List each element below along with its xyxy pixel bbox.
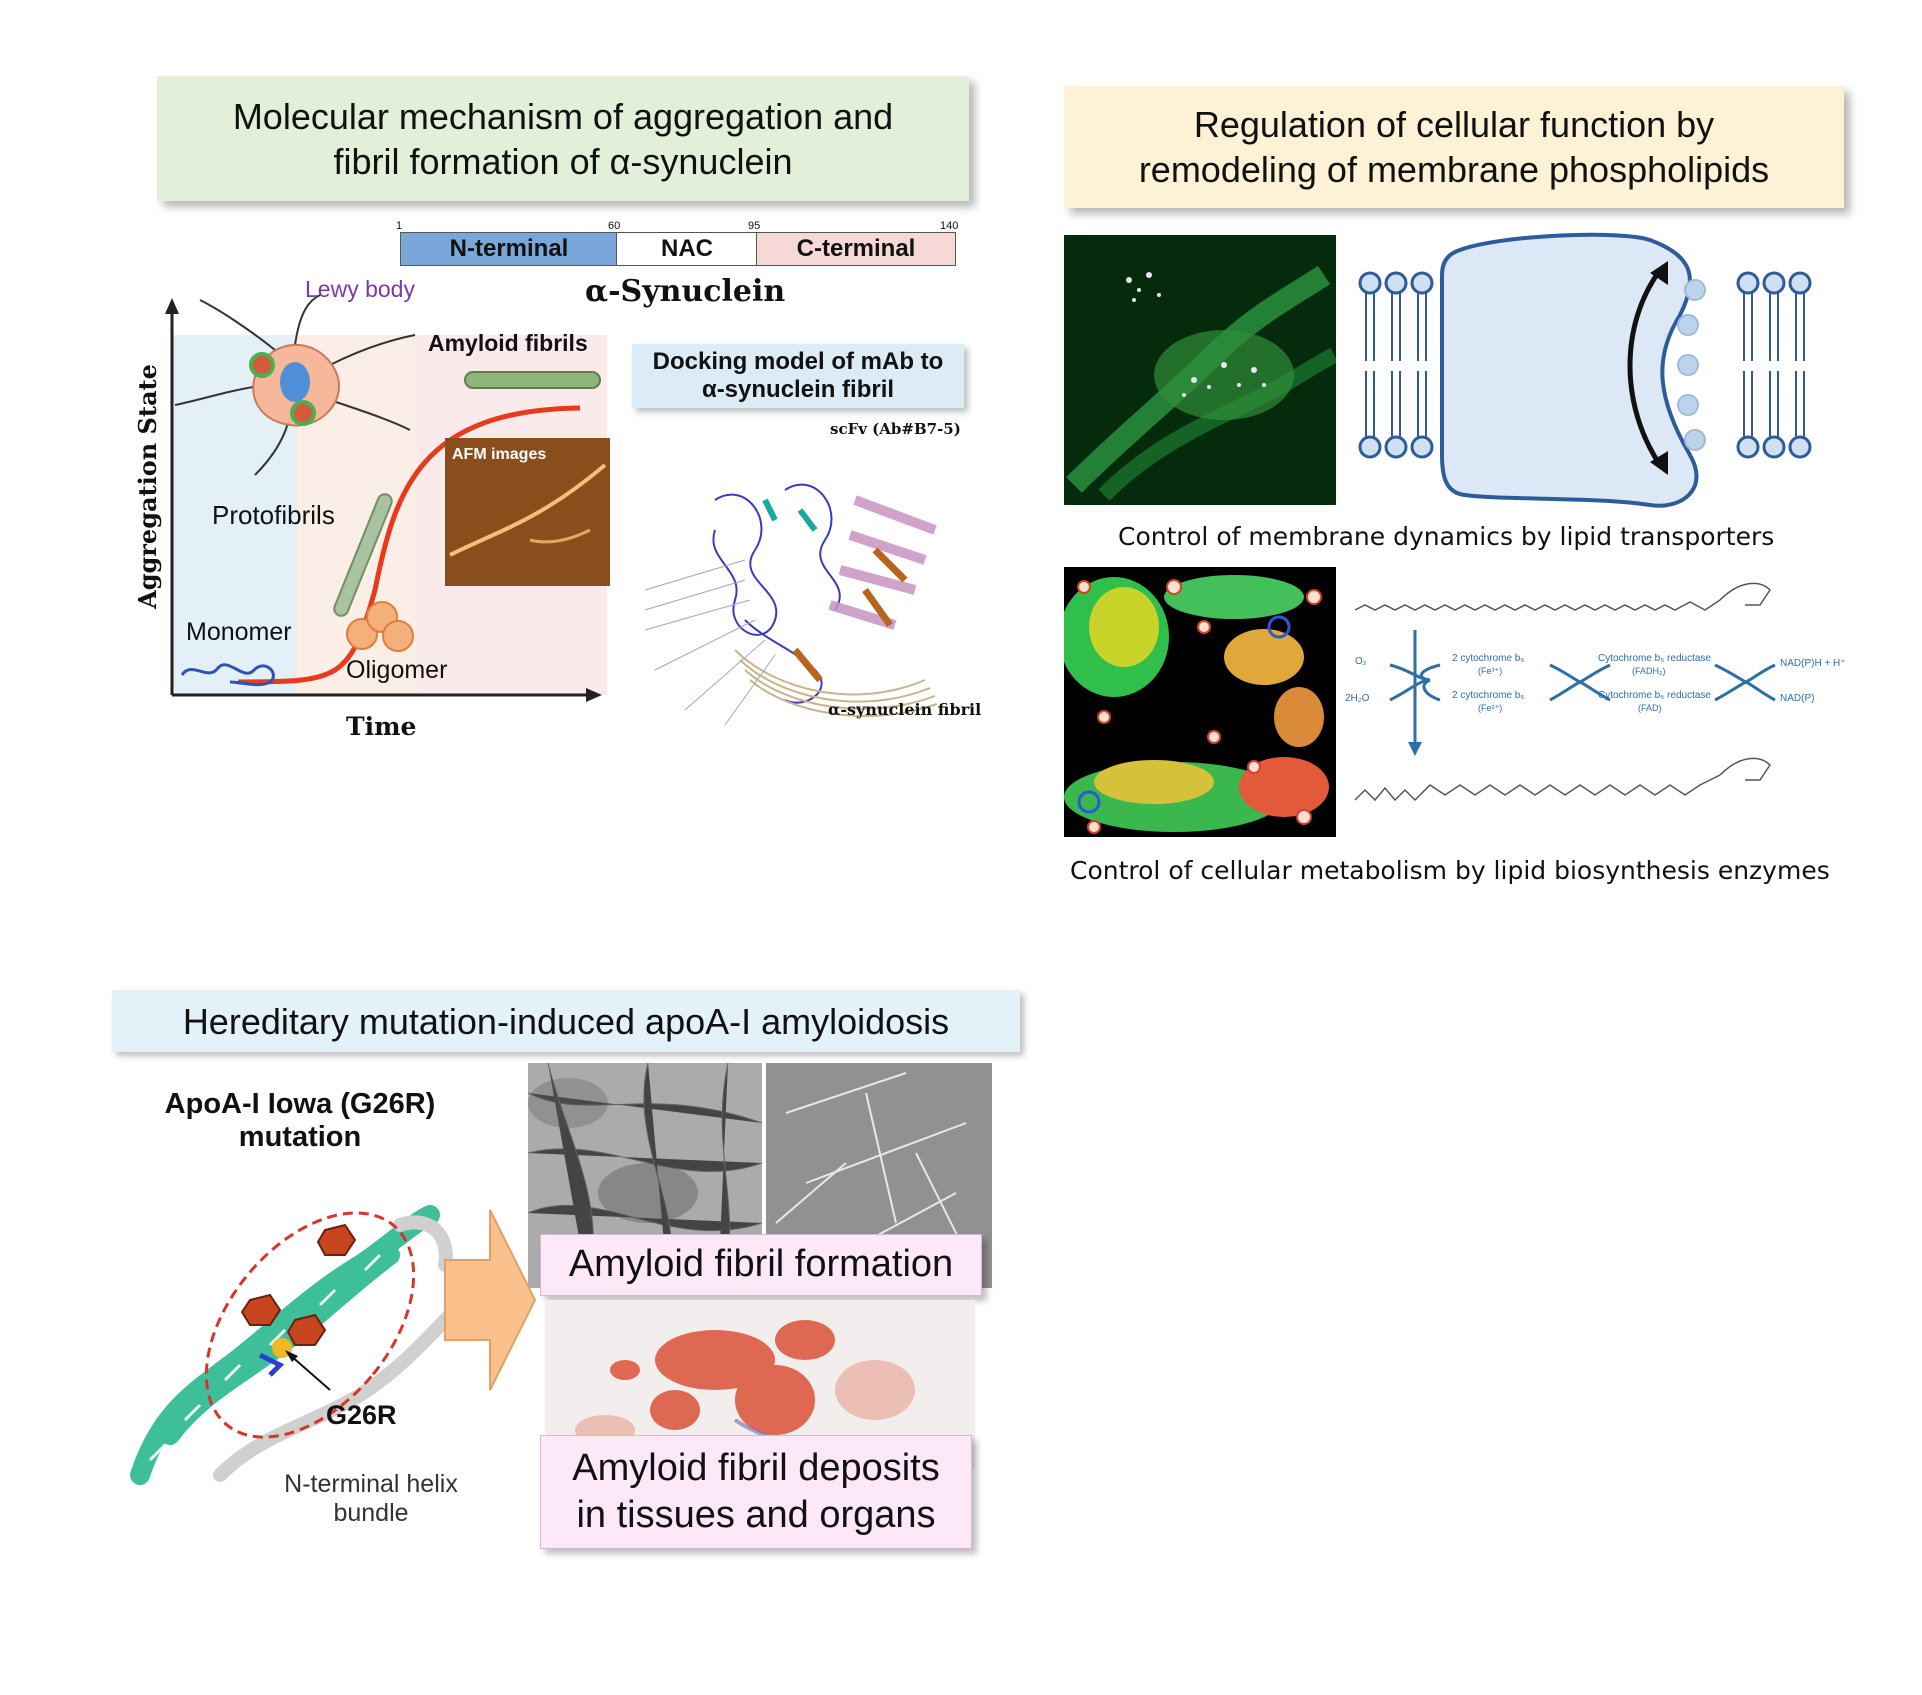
y-axis-arrow xyxy=(165,298,179,314)
lewy-body-label: Lewy body xyxy=(305,276,415,302)
lipid-droplet-image xyxy=(1064,567,1336,837)
aggregation-plot xyxy=(165,294,610,702)
phospholipid-title-text: Regulation of cellular function by remod… xyxy=(1138,104,1770,190)
protein-name: α-Synuclein xyxy=(585,274,786,309)
rx-nadp: NAD(P) xyxy=(1780,693,1815,704)
growth-curve xyxy=(237,405,581,685)
product-chain xyxy=(1354,774,1721,802)
fibril-deposits-box: Amyloid fibril deposits in tissues and o… xyxy=(540,1435,972,1549)
rx-fe2: (Fe²⁺) xyxy=(1478,703,1503,713)
rx-cyt-fe2: 2 cytochrome b₅ xyxy=(1452,690,1525,701)
docking-model-structure xyxy=(644,483,938,726)
domain-bar: N-terminal NAC C-terminal xyxy=(400,232,956,266)
pos-60: 60 xyxy=(608,220,621,232)
helix-bundle-label: N-terminal helix bundle xyxy=(256,1470,486,1528)
protofibril-rod xyxy=(333,493,393,617)
caption-lipid-transporters: Control of membrane dynamics by lipid tr… xyxy=(1118,522,1775,551)
rx-nadph: NAD(P)H + H⁺ xyxy=(1780,658,1846,669)
apoa1-panel-title: Hereditary mutation-induced apoA-I amylo… xyxy=(112,990,1020,1052)
pos-1: 1 xyxy=(396,220,403,232)
pos-140: 140 xyxy=(940,220,959,232)
fluorescence-micrograph xyxy=(1064,235,1336,505)
amyloid-fibrils-label: Amyloid fibrils xyxy=(428,330,588,356)
rx-cyt-fe3: 2 cytochrome b₅ xyxy=(1452,653,1525,664)
protofibrils-label: Protofibrils xyxy=(212,500,335,530)
x-axis-arrow xyxy=(586,688,602,702)
mutation-title: ApoA-I Iowa (G26R) mutation xyxy=(130,1088,470,1155)
fibril-formation-box: Amyloid fibril formation xyxy=(540,1234,982,1296)
fibril-deposits-text: Amyloid fibril deposits in tissues and o… xyxy=(572,1446,940,1537)
g26r-pointer xyxy=(289,1354,331,1391)
fibril-formation-text: Amyloid fibril formation xyxy=(568,1243,954,1286)
oligomer-label: Oligomer xyxy=(346,656,448,684)
desaturase-reaction-scheme xyxy=(1354,582,1776,802)
y-axis-label: Aggregation State xyxy=(132,364,162,609)
rx-fad: (FAD) xyxy=(1638,703,1662,713)
nac-domain: NAC xyxy=(616,232,758,266)
rx-o2: O₂ xyxy=(1355,656,1367,667)
flip-arrow xyxy=(1627,268,1663,467)
rx-reductase-1: Cytochrome b₅ reductase xyxy=(1598,653,1711,664)
docking-title: Docking model of mAb to α-synuclein fibr… xyxy=(652,348,944,403)
scfv-label: scFv (Ab#B7-5) xyxy=(830,420,961,438)
monomer-squiggle xyxy=(180,663,275,687)
rx-fe3: (Fe³⁺) xyxy=(1478,666,1503,676)
transporter-protein xyxy=(1440,232,1699,508)
fibril-label: α-synuclein fibril xyxy=(828,700,982,719)
oligomer-spheres xyxy=(346,601,414,652)
synuclein-panel-title: Molecular mechanism of aggregation and f… xyxy=(157,76,969,201)
em-image-fibril-network xyxy=(528,1063,762,1288)
nac-label: NAC xyxy=(661,235,713,262)
afm-images-label: AFM images xyxy=(452,446,547,463)
helix-bundle-text: N-terminal helix bundle xyxy=(284,1470,458,1527)
docking-title-box: Docking model of mAb to α-synuclein fibr… xyxy=(632,344,964,408)
progression-arrow xyxy=(444,1209,537,1391)
mutation-title-text: ApoA-I Iowa (G26R) mutation xyxy=(164,1088,436,1154)
c-terminal-domain: C-terminal xyxy=(756,232,956,266)
substrate-chain xyxy=(1354,599,1721,611)
c-terminal-label: C-terminal xyxy=(796,235,916,262)
n-terminal-domain: N-terminal xyxy=(400,232,618,266)
afm-image xyxy=(445,438,610,586)
rx-reductase-2: Cytochrome b₅ reductase xyxy=(1598,690,1711,701)
phospholipid-panel-title: Regulation of cellular function by remod… xyxy=(1064,86,1844,208)
rx-fadh2: (FADH₂) xyxy=(1632,666,1666,676)
amyloid-fibril-strand xyxy=(464,371,601,389)
caption-lipid-enzymes: Control of cellular metabolism by lipid … xyxy=(1070,856,1830,885)
g26r-label: G26R xyxy=(326,1400,397,1430)
n-terminal-label: N-terminal xyxy=(449,235,569,262)
synuclein-title-text: Molecular mechanism of aggregation and f… xyxy=(232,95,894,182)
apoa1-helix-structure xyxy=(130,1205,467,1485)
apoa1-title-text: Hereditary mutation-induced apoA-I amylo… xyxy=(182,1000,950,1042)
pos-95: 95 xyxy=(748,220,761,232)
lipid-transporter-diagram xyxy=(1358,232,1812,508)
monomer-label: Monomer xyxy=(186,618,292,646)
rx-h2o: 2H₂O xyxy=(1345,693,1370,704)
neuron-illustration xyxy=(174,294,416,476)
x-axis-label: Time xyxy=(346,712,417,741)
